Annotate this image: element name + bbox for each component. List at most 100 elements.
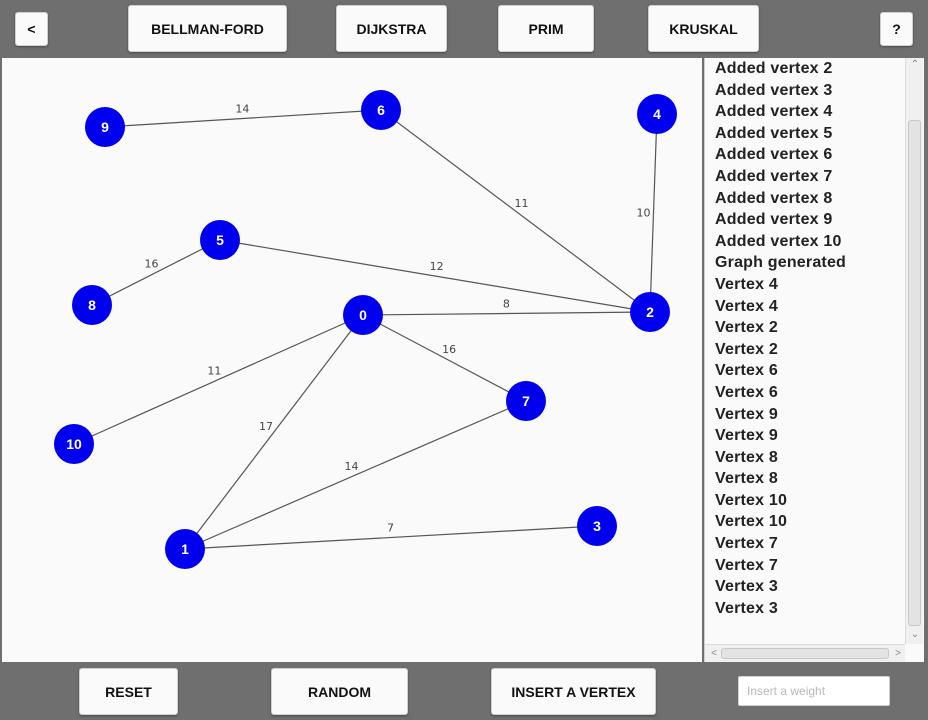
edge-weight-label: 16 [442,343,456,356]
edge-weight-label: 12 [430,260,444,273]
vertex-2[interactable]: 2 [630,292,670,332]
log-line: Added vertex 9 [715,211,833,229]
log-line: Added vertex 8 [715,189,833,207]
horizontal-scrollbar[interactable]: < > [705,644,905,662]
log-line: Added vertex 10 [715,232,842,250]
back-button[interactable]: < [15,12,48,46]
dijkstra-button[interactable]: DIJKSTRA [336,5,447,52]
log-line: Vertex 8 [715,470,778,488]
vertical-scroll-thumb[interactable] [908,120,921,626]
log-line: Vertex 6 [715,383,778,401]
log-line: Vertex 7 [715,556,778,574]
vertex-circle[interactable] [72,285,112,325]
log-line: Added vertex 6 [715,146,833,164]
vertex-circle[interactable] [506,381,546,421]
vertex-9[interactable]: 9 [85,107,125,147]
scroll-up-icon[interactable]: ⌃ [910,59,920,70]
log-line: Added vertex 2 [715,60,833,77]
vertex-3[interactable]: 3 [577,506,617,546]
help-button[interactable]: ? [880,12,913,46]
log-line: Vertex 9 [715,427,778,445]
edge-4-2 [649,113,658,313]
random-button[interactable]: RANDOM [271,668,408,715]
log-line: Vertex 10 [715,491,788,509]
horizontal-scroll-thumb[interactable] [721,648,889,659]
log-line: Vertex 2 [715,340,778,358]
vertex-circle[interactable] [200,220,240,260]
vertex-circle[interactable] [577,506,617,546]
edge-weight-label: 14 [345,460,359,473]
vertex-circle[interactable] [343,295,383,335]
vertex-0[interactable]: 0 [343,295,383,335]
log-line: Added vertex 3 [715,81,833,99]
vertex-4[interactable]: 4 [637,94,677,134]
vertex-label: 3 [593,518,601,534]
edge-weight-label: 8 [503,298,510,311]
vertex-6[interactable]: 6 [361,90,401,130]
edge-weight-label: 7 [387,522,394,535]
edge-0-2 [362,311,651,316]
log-line: Vertex 3 [715,599,778,617]
vertex-circle[interactable] [54,424,94,464]
edge-6-2 [380,109,651,313]
edge-weight-label: 11 [515,197,529,210]
vertex-label: 7 [522,393,530,409]
scroll-right-icon[interactable]: > [895,648,901,659]
vertex-circle[interactable] [361,90,401,130]
vertex-label: 4 [653,106,661,122]
log-line: Vertex 10 [715,513,788,531]
log-line: Vertex 4 [715,275,778,293]
scroll-down-icon[interactable]: ⌄ [910,629,920,640]
vertex-label: 1 [181,541,189,557]
edge-8-5 [91,239,221,306]
prim-button[interactable]: PRIM [498,5,594,52]
vertex-circle[interactable] [630,292,670,332]
vertex-label: 8 [88,297,96,313]
vertex-label: 6 [377,102,385,118]
vertex-circle[interactable] [165,529,205,569]
kruskal-button[interactable]: KRUSKAL [648,5,759,52]
bellman-ford-button[interactable]: BELLMAN-FORD [128,5,287,52]
vertex-1[interactable]: 1 [165,529,205,569]
log-line: Vertex 4 [715,297,778,315]
vertical-scrollbar[interactable]: ⌃ ⌄ [905,58,923,644]
insert-vertex-button[interactable]: INSERT A VERTEX [491,668,656,715]
edge-weight-label: 14 [235,103,249,116]
edge-weight-label: 11 [207,364,221,377]
vertex-7[interactable]: 7 [506,381,546,421]
log-list: Added vertex 2 Added vertex 3 Added vertex… [705,58,905,644]
log-line: Vertex 2 [715,319,778,337]
edge-5-2 [219,239,651,313]
vertex-5[interactable]: 5 [200,220,240,260]
weight-input[interactable] [738,676,890,706]
vertex-8[interactable]: 8 [72,285,112,325]
log-line: Added vertex 4 [715,103,833,121]
log-line: Added vertex 5 [715,124,833,142]
vertex-label: 2 [646,304,654,320]
vertex-label: 10 [66,436,82,452]
edge-1-3 [184,525,598,550]
vertex-10[interactable]: 10 [54,424,94,464]
log-line: Added vertex 7 [715,167,833,185]
log-line: Vertex 9 [715,405,778,423]
edge-weight-label: 10 [637,207,651,220]
log-line: Vertex 8 [715,448,778,466]
edge-weight-label: 17 [259,420,273,433]
scroll-left-icon[interactable]: < [711,648,717,659]
edge-0-1 [184,314,364,550]
vertex-circle[interactable] [637,94,677,134]
log-line: Vertex 7 [715,535,778,553]
edge-1-7 [184,400,527,550]
log-line: Graph generated [715,254,847,272]
edge-0-10 [73,314,364,445]
edge-0-7 [362,314,527,402]
reset-button[interactable]: RESET [79,668,178,715]
edge-9-6 [104,109,382,128]
vertex-label: 0 [359,307,367,323]
log-panel: Added vertex 2 Added vertex 3 Added vertex… [704,58,924,662]
edge-weight-label: 16 [144,258,158,271]
vertex-circle[interactable] [85,107,125,147]
vertex-label: 5 [216,232,224,248]
